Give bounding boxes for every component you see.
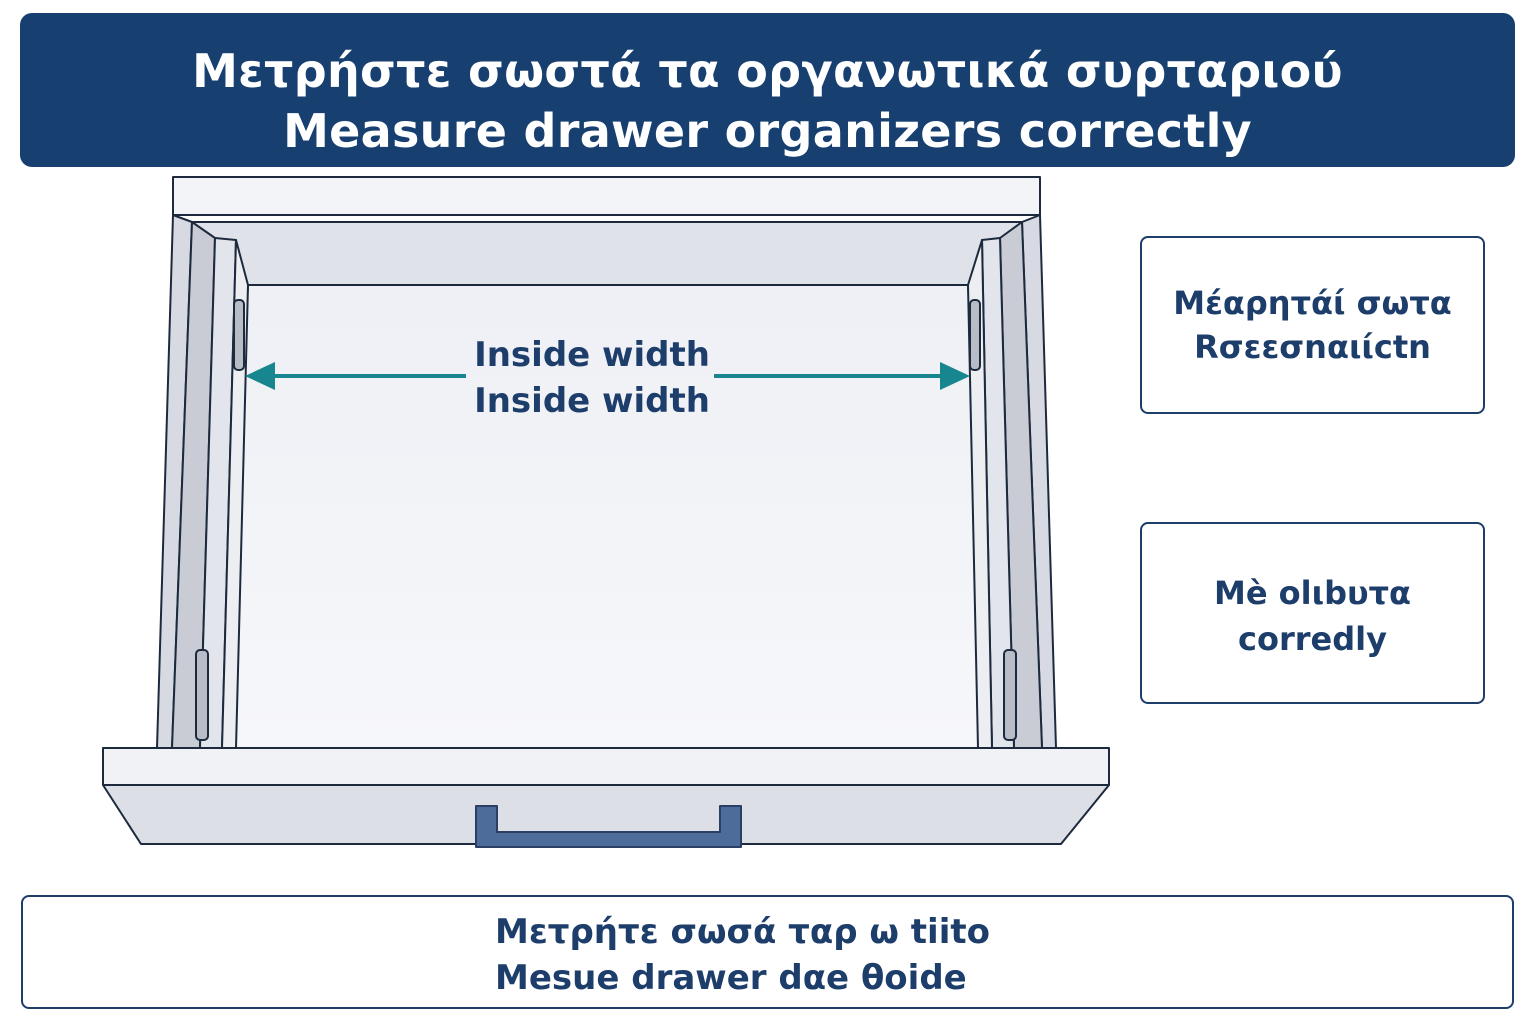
- right-hinge-bottom: [1003, 649, 1017, 741]
- drawer-front-top: [102, 747, 1110, 786]
- info-box-top-line1: Μέαρητάί σωτα: [1173, 284, 1452, 322]
- info-box-bottom-line2: corredly: [1238, 620, 1387, 658]
- title-greek: Μετρήστε σωστά τα οργανωτικά συρταριού: [192, 44, 1343, 98]
- width-arrow-left-head: [245, 362, 275, 390]
- footer-line2: Mesue drawer dαe θoide: [495, 958, 967, 998]
- footer-note: Μετρήτε σωσά ταρ ω tiito Mesue drawer dα…: [21, 895, 1514, 1009]
- title-banner: Μετρήστε σωστά τα οργανωτικά συρταριού M…: [20, 13, 1515, 167]
- measure-label-2: Inside width: [474, 381, 710, 421]
- left-hinge-bottom: [195, 649, 209, 741]
- info-box-top: Μέαρητάί σωτα Rσεεσnαιίctn: [1140, 236, 1485, 414]
- info-box-bottom: Mè οlιbυτα corredly: [1140, 522, 1485, 704]
- drawer-handle: [475, 805, 742, 848]
- right-hinge-top: [969, 299, 981, 371]
- title-english: Measure drawer organizers correctly: [283, 104, 1252, 158]
- drawer-back-top: [172, 176, 1041, 216]
- width-arrow-right-head: [940, 362, 970, 390]
- drawer-front-face: [102, 784, 1110, 845]
- left-hinge-top: [233, 299, 245, 371]
- footer-line1: Μετρήτε σωσά ταρ ω tiito: [495, 912, 990, 952]
- drawer-back-wall: [191, 221, 1023, 286]
- info-box-top-line2: Rσεεσnαιίctn: [1194, 328, 1431, 366]
- measure-label-1: Inside width: [474, 335, 710, 375]
- info-box-bottom-line1: Mè οlιbυτα: [1213, 574, 1412, 612]
